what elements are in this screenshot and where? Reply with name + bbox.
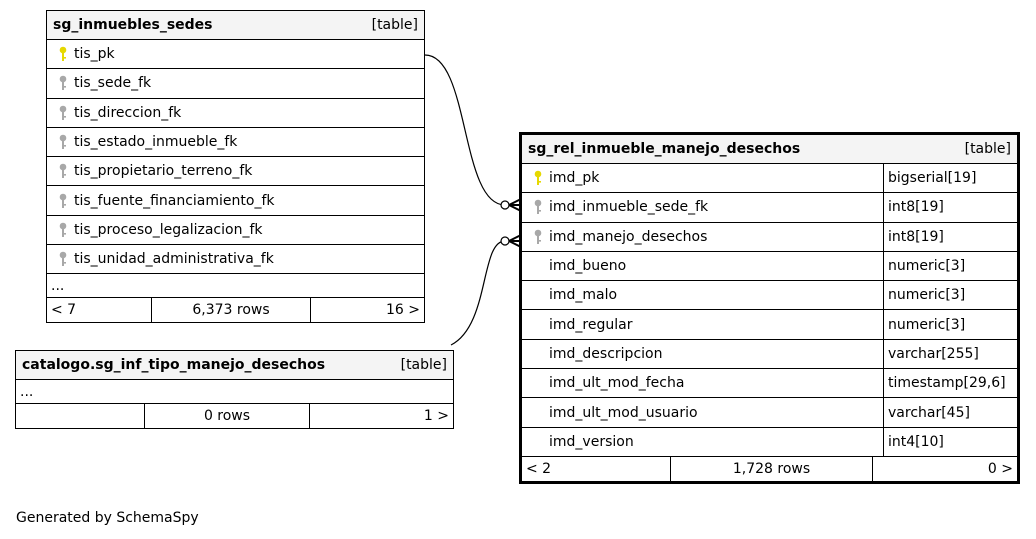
column-name: imd_ult_mod_usuario: [549, 404, 698, 421]
column-type: int4[10]: [883, 427, 1017, 456]
column-type: bigserial[19]: [883, 164, 1017, 193]
table-footer: 0 rows 1 >: [16, 404, 453, 428]
foreign-key-icon: [529, 229, 547, 245]
table-header: sg_inmuebles_sedes [table]: [47, 11, 424, 40]
row-count: 0 rows: [145, 404, 310, 428]
column-type: varchar[45]: [883, 398, 1017, 427]
table-sg-rel-inmueble-manejo-desechos[interactable]: sg_rel_inmueble_manejo_desechos [table] …: [519, 132, 1020, 484]
column-row[interactable]: imd_version int4[10]: [522, 427, 1017, 457]
table-name: catalogo.sg_inf_tipo_manejo_desechos: [22, 357, 326, 373]
column-type: numeric[3]: [883, 281, 1017, 310]
column-row[interactable]: imd_manejo_desechos int8[19]: [522, 222, 1017, 252]
column-row[interactable]: tis_estado_inmueble_fk: [47, 128, 424, 158]
generated-by-note: Generated by SchemaSpy: [16, 510, 199, 526]
table-name: sg_inmuebles_sedes: [53, 17, 213, 33]
table-kind: [table]: [964, 141, 1011, 157]
column-name: imd_manejo_desechos: [549, 228, 708, 245]
children-count[interactable]: 1 >: [423, 408, 449, 424]
column-row[interactable]: tis_proceso_legalizacion_fk: [47, 216, 424, 246]
table-kind: [table]: [400, 357, 447, 373]
row-count: 1,728 rows: [671, 456, 873, 481]
table-header: sg_rel_inmueble_manejo_desechos [table]: [522, 135, 1017, 164]
table-footer: < 2 1,728 rows 0 >: [522, 456, 1017, 481]
children-count[interactable]: 0 >: [987, 460, 1013, 477]
column-row[interactable]: tis_pk: [47, 40, 424, 70]
column-name: tis_propietario_terreno_fk: [74, 163, 253, 180]
foreign-key-icon: [54, 163, 72, 179]
column-row[interactable]: tis_direccion_fk: [47, 99, 424, 128]
column-row[interactable]: tis_fuente_financiamiento_fk: [47, 186, 424, 216]
column-row[interactable]: imd_malo numeric[3]: [522, 281, 1017, 311]
column-name: imd_descripcion: [549, 345, 663, 362]
relation-line-sedes: [424, 54, 506, 206]
foreign-key-icon: [54, 105, 72, 121]
column-type: timestamp[29,6]: [883, 369, 1017, 398]
more-columns-indicator: ...: [47, 274, 424, 299]
column-row[interactable]: tis_unidad_administrativa_fk: [47, 245, 424, 275]
column-name: imd_bueno: [549, 258, 627, 275]
column-row[interactable]: imd_pk bigserial[19]: [522, 164, 1017, 194]
relation-optional-marker-catalogo: [500, 236, 510, 246]
column-type: varchar[255]: [883, 339, 1017, 369]
table-name: sg_rel_inmueble_manejo_desechos: [528, 141, 801, 157]
table-kind: [table]: [371, 17, 418, 33]
primary-key-icon: [54, 46, 72, 62]
row-count: 6,373 rows: [152, 298, 311, 323]
relation-optional-marker-sedes: [500, 200, 510, 210]
column-name: tis_estado_inmueble_fk: [74, 134, 238, 151]
parents-count[interactable]: < 7: [47, 298, 152, 323]
column-row[interactable]: imd_bueno numeric[3]: [522, 251, 1017, 282]
column-name: imd_pk: [549, 170, 600, 187]
table-footer: < 7 6,373 rows 16 >: [47, 298, 424, 323]
foreign-key-icon: [54, 251, 72, 267]
column-row[interactable]: imd_regular numeric[3]: [522, 310, 1017, 340]
children-count[interactable]: 16 >: [386, 302, 420, 319]
column-name: imd_version: [549, 433, 634, 450]
column-row[interactable]: imd_descripcion varchar[255]: [522, 339, 1017, 370]
foreign-key-icon: [54, 222, 72, 238]
column-row[interactable]: tis_propietario_terreno_fk: [47, 157, 424, 187]
column-type: numeric[3]: [883, 310, 1017, 339]
column-name: imd_inmueble_sede_fk: [549, 199, 709, 216]
column-type: int8[19]: [883, 222, 1017, 251]
more-columns-indicator: ...: [16, 380, 453, 404]
column-name: tis_pk: [74, 46, 115, 63]
column-type: int8[19]: [883, 193, 1017, 222]
column-row[interactable]: imd_ult_mod_usuario varchar[45]: [522, 398, 1017, 428]
foreign-key-icon: [54, 193, 72, 209]
column-name: imd_ult_mod_fecha: [549, 375, 685, 392]
primary-key-icon: [529, 170, 547, 186]
parents-count[interactable]: [16, 404, 145, 428]
column-name: imd_malo: [549, 287, 618, 304]
relation-line-catalogo: [450, 240, 506, 346]
column-name: tis_direccion_fk: [74, 104, 182, 121]
column-name: tis_proceso_legalizacion_fk: [74, 221, 263, 238]
column-name: tis_fuente_financiamiento_fk: [74, 192, 275, 209]
parents-count[interactable]: < 2: [522, 456, 671, 481]
table-sg-inmuebles-sedes[interactable]: sg_inmuebles_sedes [table] tis_pk tis_sed…: [46, 10, 425, 324]
column-row[interactable]: tis_sede_fk: [47, 69, 424, 99]
column-row[interactable]: imd_ult_mod_fecha timestamp[29,6]: [522, 369, 1017, 399]
table-header: catalogo.sg_inf_tipo_manejo_desechos [ta…: [16, 351, 453, 380]
foreign-key-icon: [54, 75, 72, 91]
column-type: numeric[3]: [883, 251, 1017, 281]
column-name: imd_regular: [549, 316, 633, 333]
foreign-key-icon: [529, 199, 547, 215]
foreign-key-icon: [54, 134, 72, 150]
column-name: tis_unidad_administrativa_fk: [74, 251, 274, 268]
table-catalogo-sg-inf-tipo-manejo-desechos[interactable]: catalogo.sg_inf_tipo_manejo_desechos [ta…: [15, 350, 454, 429]
column-name: tis_sede_fk: [74, 75, 152, 92]
column-row[interactable]: imd_inmueble_sede_fk int8[19]: [522, 193, 1017, 223]
